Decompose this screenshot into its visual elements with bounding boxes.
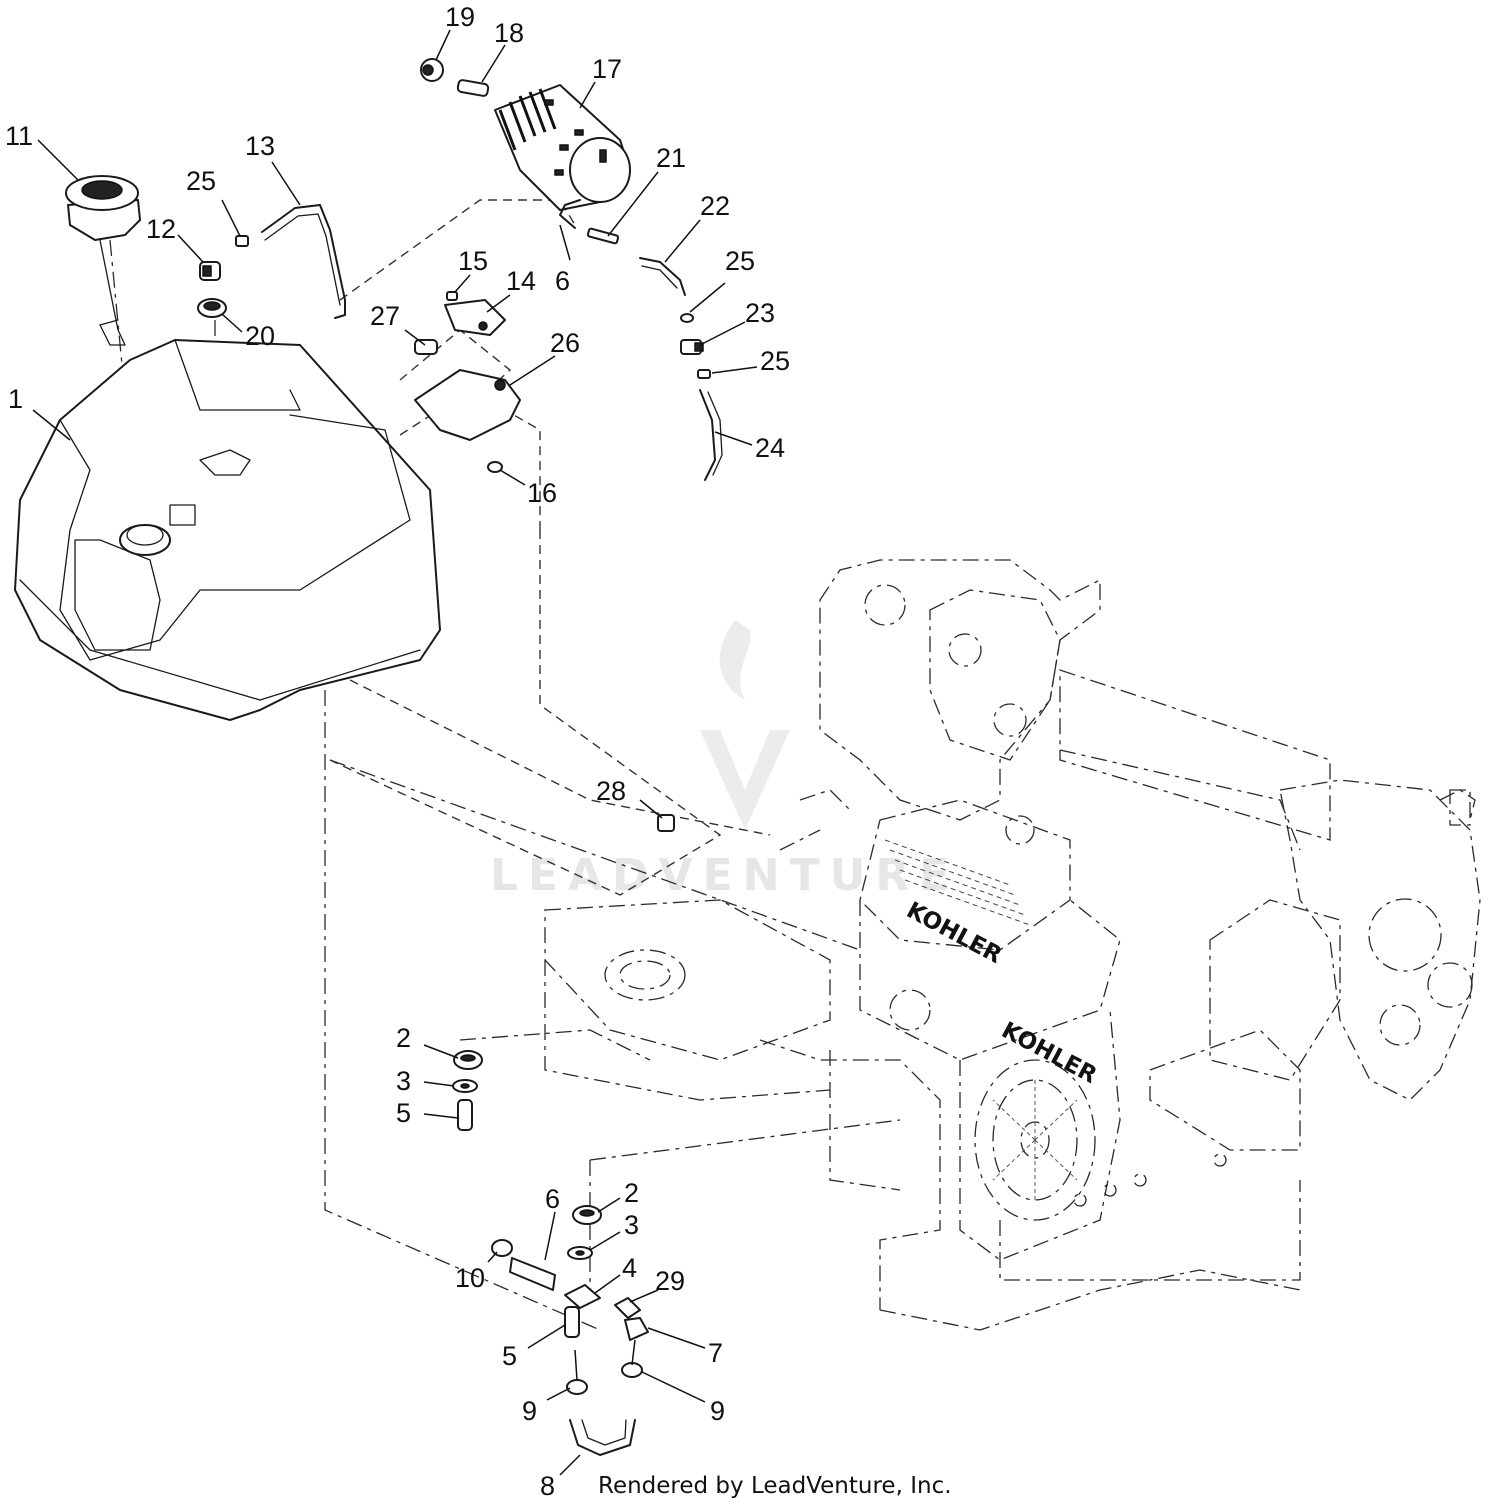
callout-6-lower: 6 bbox=[545, 1184, 560, 1214]
callout-2-lower: 2 bbox=[624, 1178, 639, 1208]
canister-hoses bbox=[559, 199, 686, 296]
callout-7: 7 bbox=[708, 1338, 723, 1368]
callout-9-right: 9 bbox=[710, 1396, 725, 1426]
engine-brand-label: KOHLER bbox=[902, 897, 1006, 969]
render-credit: Rendered by LeadVenture, Inc. bbox=[598, 1473, 952, 1499]
callout-10: 10 bbox=[455, 1263, 485, 1293]
callouts: 1 2 3 5 2 3 4 5 6 6 7 8 9 9 10 11 12 13 bbox=[5, 2, 790, 1501]
engine-brand-label-side: KOHLER bbox=[997, 1017, 1101, 1089]
callout-17: 17 bbox=[592, 54, 622, 84]
mount-bracket bbox=[414, 291, 675, 832]
callout-25-left: 25 bbox=[186, 166, 216, 196]
callout-12: 12 bbox=[146, 214, 176, 244]
charcoal-canister bbox=[494, 84, 631, 211]
callout-3-lower: 3 bbox=[624, 1210, 639, 1240]
fuel-cap bbox=[65, 175, 141, 346]
callout-19: 19 bbox=[445, 2, 475, 32]
callout-21: 21 bbox=[656, 143, 686, 173]
callout-5-lower: 5 bbox=[502, 1341, 517, 1371]
callout-14: 14 bbox=[506, 266, 536, 296]
fuel-tank bbox=[14, 339, 441, 721]
callout-18: 18 bbox=[494, 18, 524, 48]
assembly-lines bbox=[109, 199, 901, 1331]
callout-29: 29 bbox=[655, 1266, 685, 1296]
watermark-text: LEADVENTURE bbox=[490, 850, 959, 901]
fuel-filter bbox=[680, 313, 723, 481]
callout-8: 8 bbox=[540, 1471, 555, 1501]
callout-25-lower: 25 bbox=[760, 346, 790, 376]
callout-22: 22 bbox=[700, 191, 730, 221]
fuel-fittings bbox=[197, 235, 249, 318]
callout-15: 15 bbox=[458, 246, 488, 276]
canister-mount bbox=[420, 58, 490, 97]
callout-6-upper: 6 bbox=[555, 266, 570, 296]
mower-frame bbox=[544, 559, 1481, 1331]
callout-3: 3 bbox=[396, 1066, 411, 1096]
callout-13: 13 bbox=[245, 131, 275, 161]
callout-2: 2 bbox=[396, 1023, 411, 1053]
watermark: LEADVENTURE bbox=[490, 620, 959, 901]
lower-fuel-line bbox=[452, 1050, 649, 1456]
callout-28: 28 bbox=[596, 776, 626, 806]
callout-11: 11 bbox=[5, 121, 33, 151]
callout-25-upper: 25 bbox=[725, 246, 755, 276]
callout-1: 1 bbox=[8, 384, 23, 414]
callout-23: 23 bbox=[745, 298, 775, 328]
callout-9-left: 9 bbox=[522, 1396, 537, 1426]
callout-4: 4 bbox=[622, 1253, 637, 1283]
callout-26: 26 bbox=[550, 328, 580, 358]
callout-20: 20 bbox=[245, 321, 275, 351]
callout-24: 24 bbox=[755, 433, 785, 463]
callout-5: 5 bbox=[396, 1098, 411, 1128]
callout-16: 16 bbox=[527, 478, 557, 508]
callout-27: 27 bbox=[370, 301, 400, 331]
vent-hose bbox=[261, 204, 346, 319]
